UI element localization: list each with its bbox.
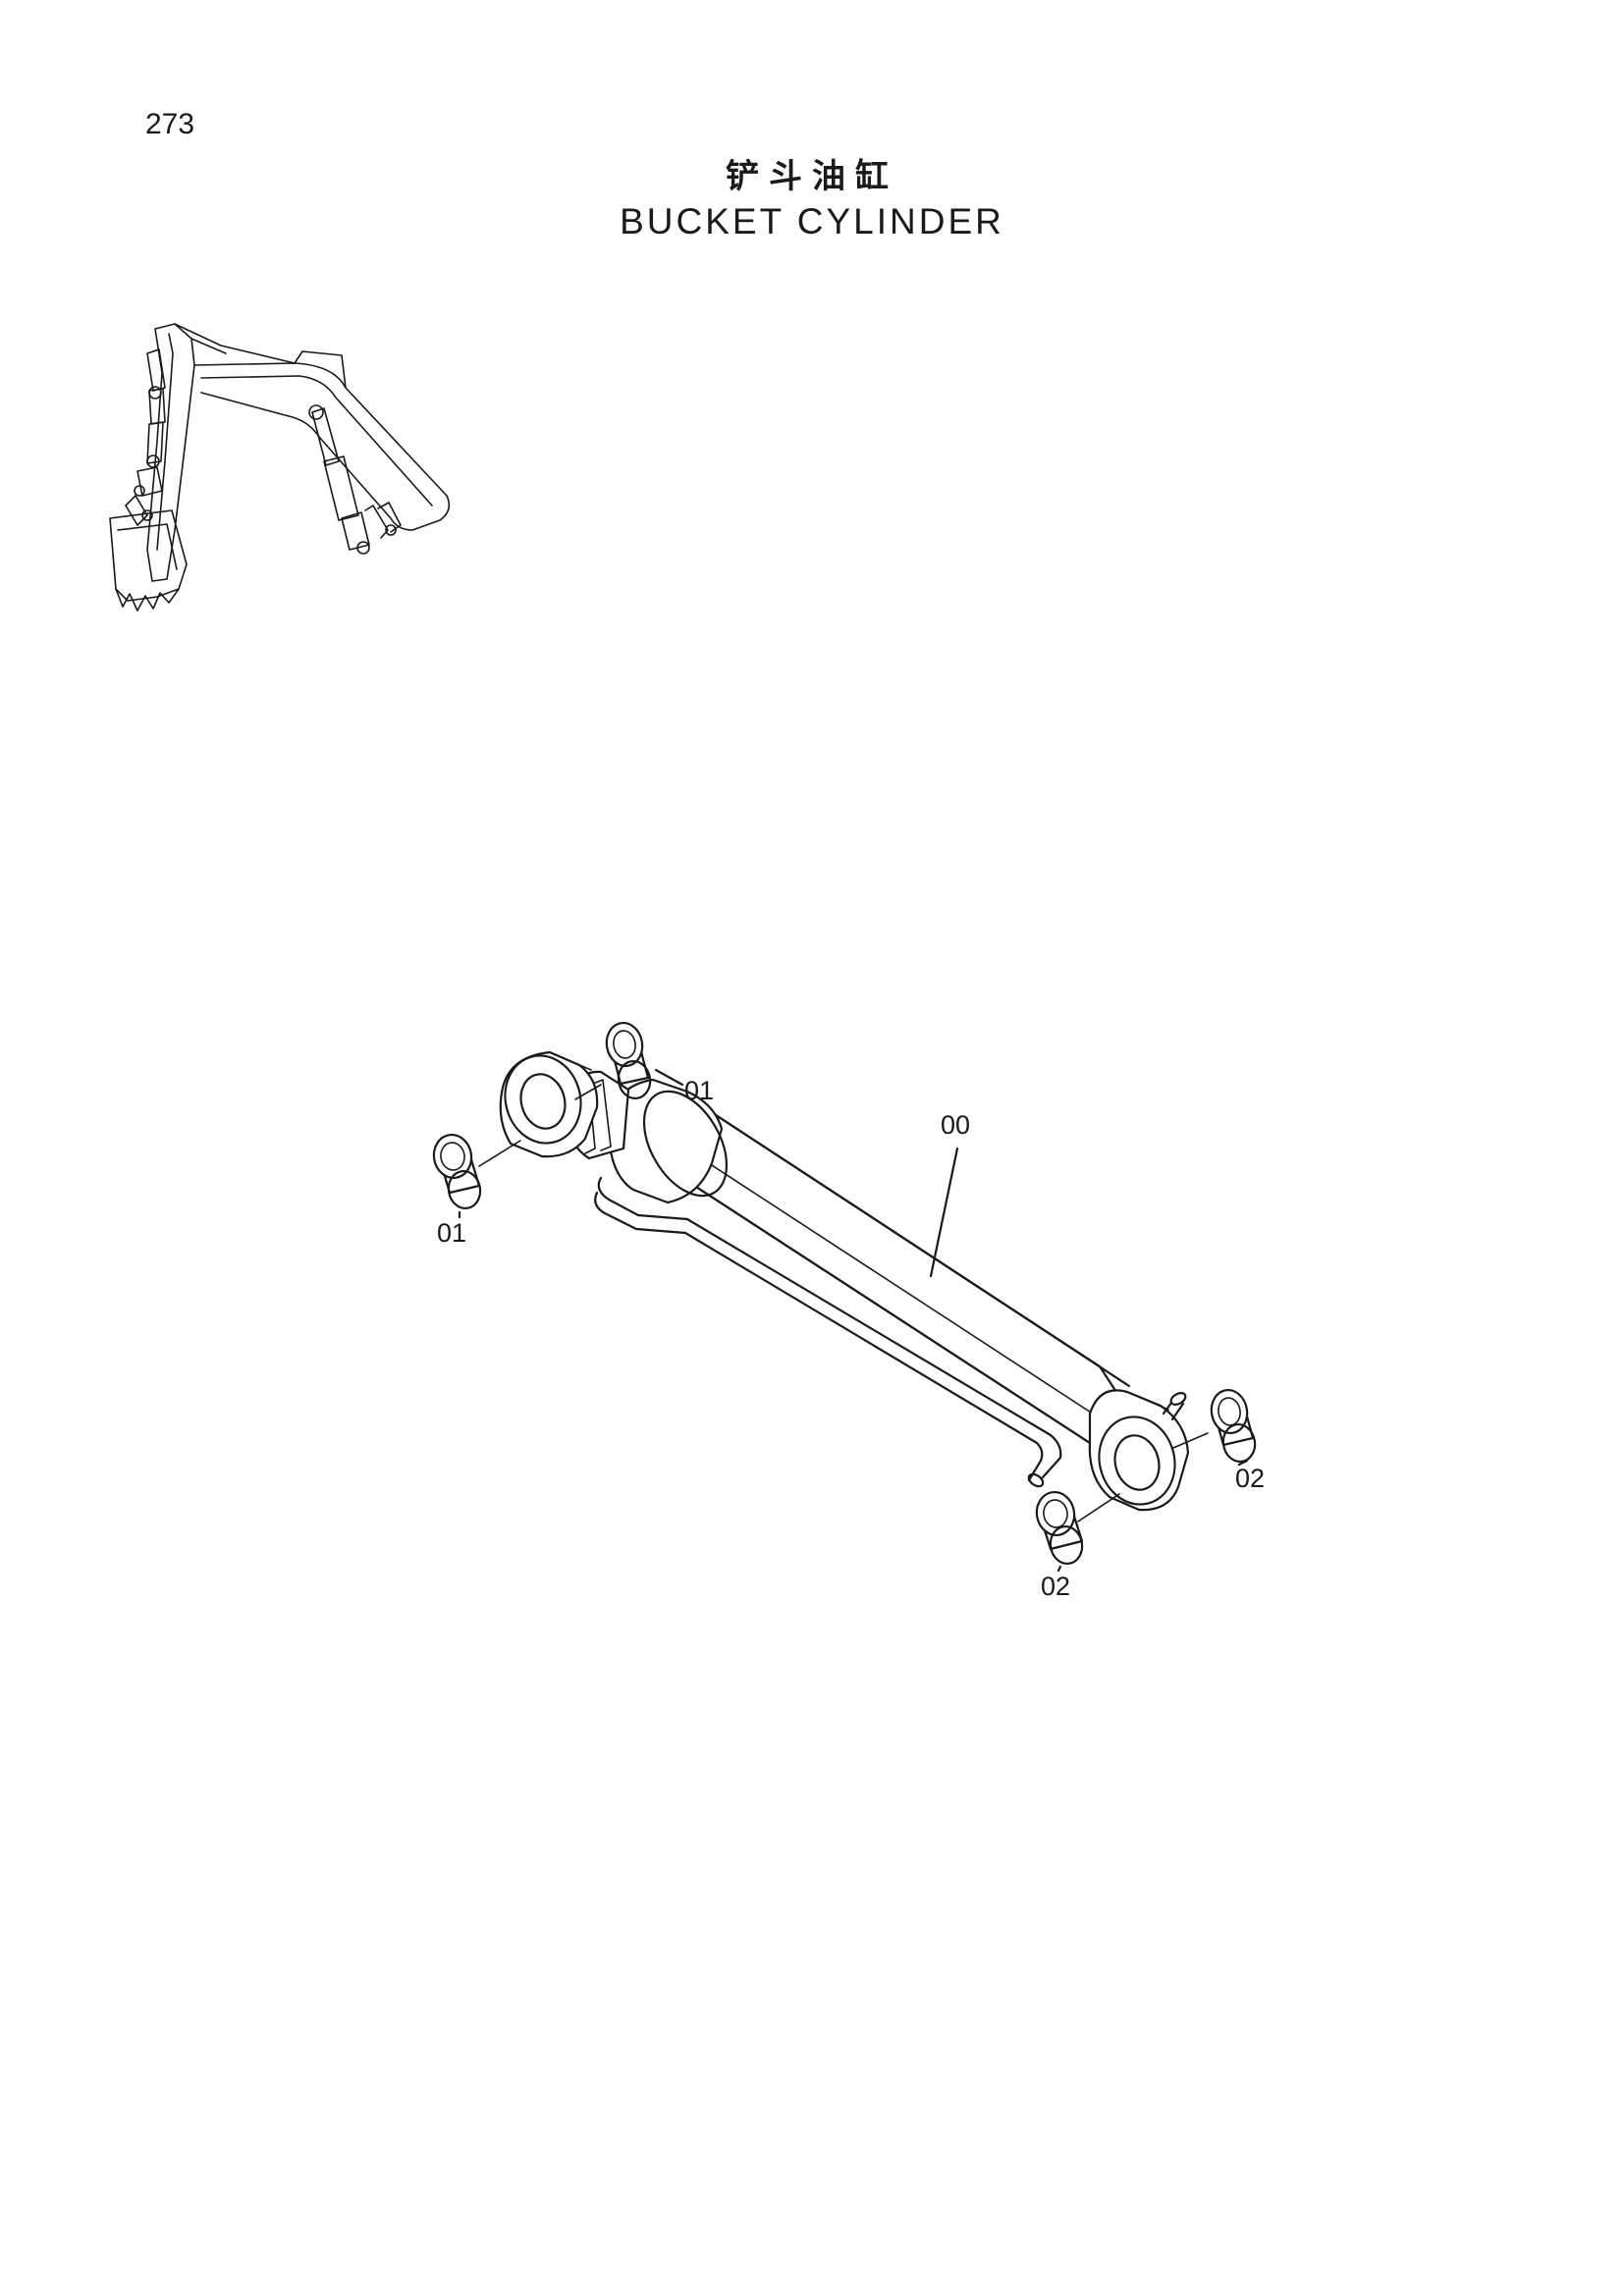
callout-02-bottom: 02 bbox=[1041, 1572, 1070, 1601]
page-number: 273 bbox=[145, 108, 195, 140]
callout-02-right: 02 bbox=[1235, 1464, 1265, 1493]
page-title-chinese: 铲斗油缸 bbox=[726, 157, 898, 196]
callout-01-left: 01 bbox=[437, 1218, 466, 1248]
excavator-location-thumbnail bbox=[109, 323, 451, 612]
bucket-cylinder-drawing bbox=[432, 1022, 1257, 1566]
callout-01-top: 01 bbox=[684, 1076, 714, 1105]
page-title-english: BUCKET CYLINDER bbox=[620, 201, 1004, 241]
callout-00: 00 bbox=[941, 1110, 970, 1140]
callout-leaders bbox=[458, 1068, 1249, 1573]
